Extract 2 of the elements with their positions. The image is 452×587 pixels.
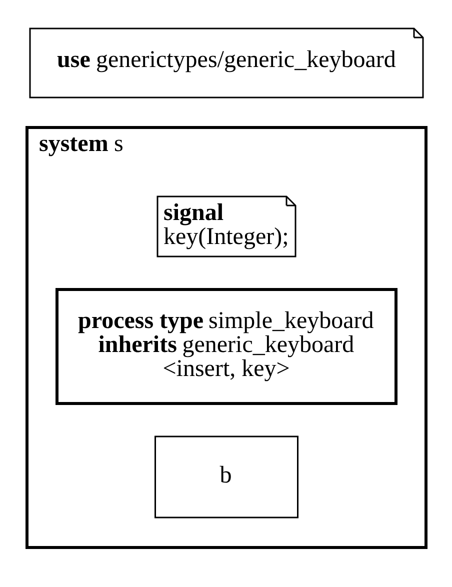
node-box: process type simple_keyboard inherits generic_keyboard <insert, key>	[55, 288, 397, 404]
node-box: b	[154, 435, 298, 518]
